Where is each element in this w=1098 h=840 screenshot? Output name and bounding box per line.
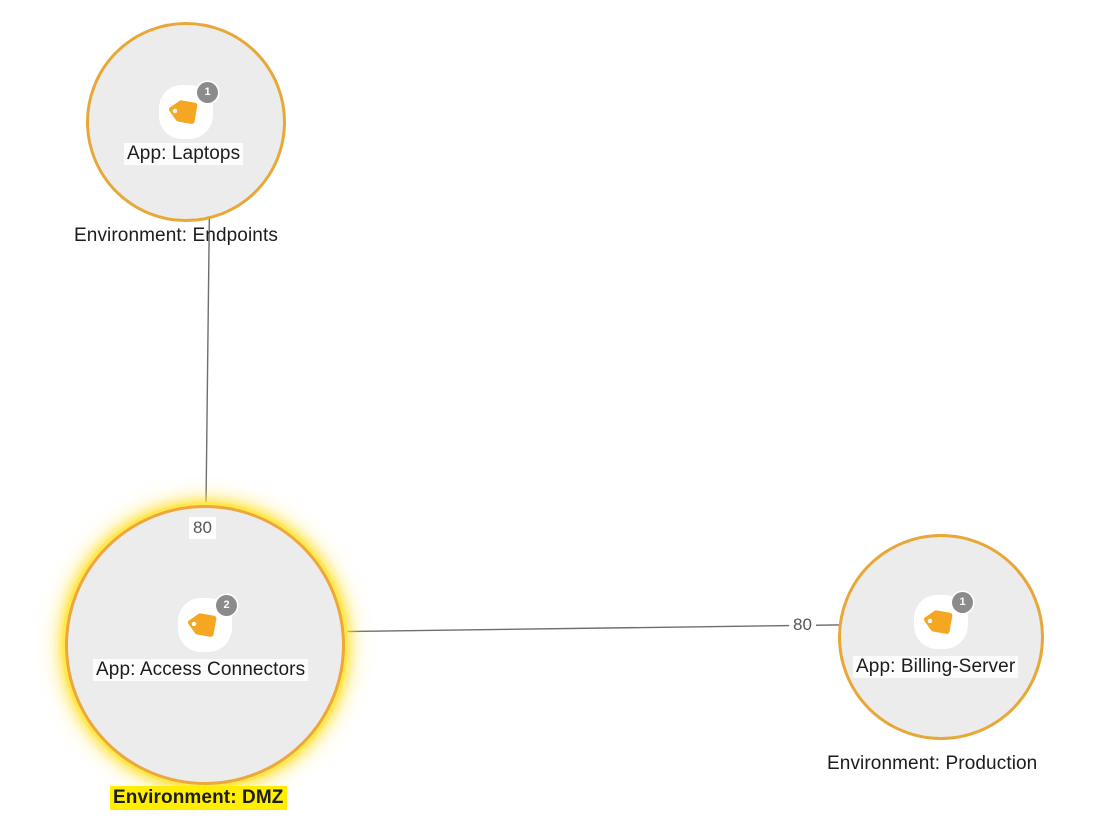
node-access-connectors[interactable]: 2 bbox=[178, 595, 237, 652]
tag-icon bbox=[186, 613, 217, 637]
node-badge-count: 1 bbox=[952, 592, 973, 613]
cluster-label-dmz: Environment: DMZ bbox=[110, 786, 287, 810]
node-badge-count: 1 bbox=[197, 82, 218, 103]
edge-label-port: 80 bbox=[189, 517, 216, 539]
cluster-label-endpoints: Environment: Endpoints bbox=[74, 225, 278, 246]
node-badge-count: 2 bbox=[216, 595, 237, 616]
node-label-access-connectors: App: Access Connectors bbox=[93, 659, 309, 681]
node-billing-server[interactable]: 1 bbox=[914, 592, 973, 649]
node-laptops[interactable]: 1 bbox=[159, 82, 218, 139]
cluster-label-production: Environment: Production bbox=[827, 753, 1038, 774]
edge-label-port: 80 bbox=[789, 614, 816, 636]
tag-icon bbox=[922, 610, 953, 634]
tag-icon bbox=[167, 100, 198, 124]
node-label-billing-server: App: Billing-Server bbox=[853, 656, 1019, 678]
node-label-laptops: App: Laptops bbox=[124, 143, 244, 165]
